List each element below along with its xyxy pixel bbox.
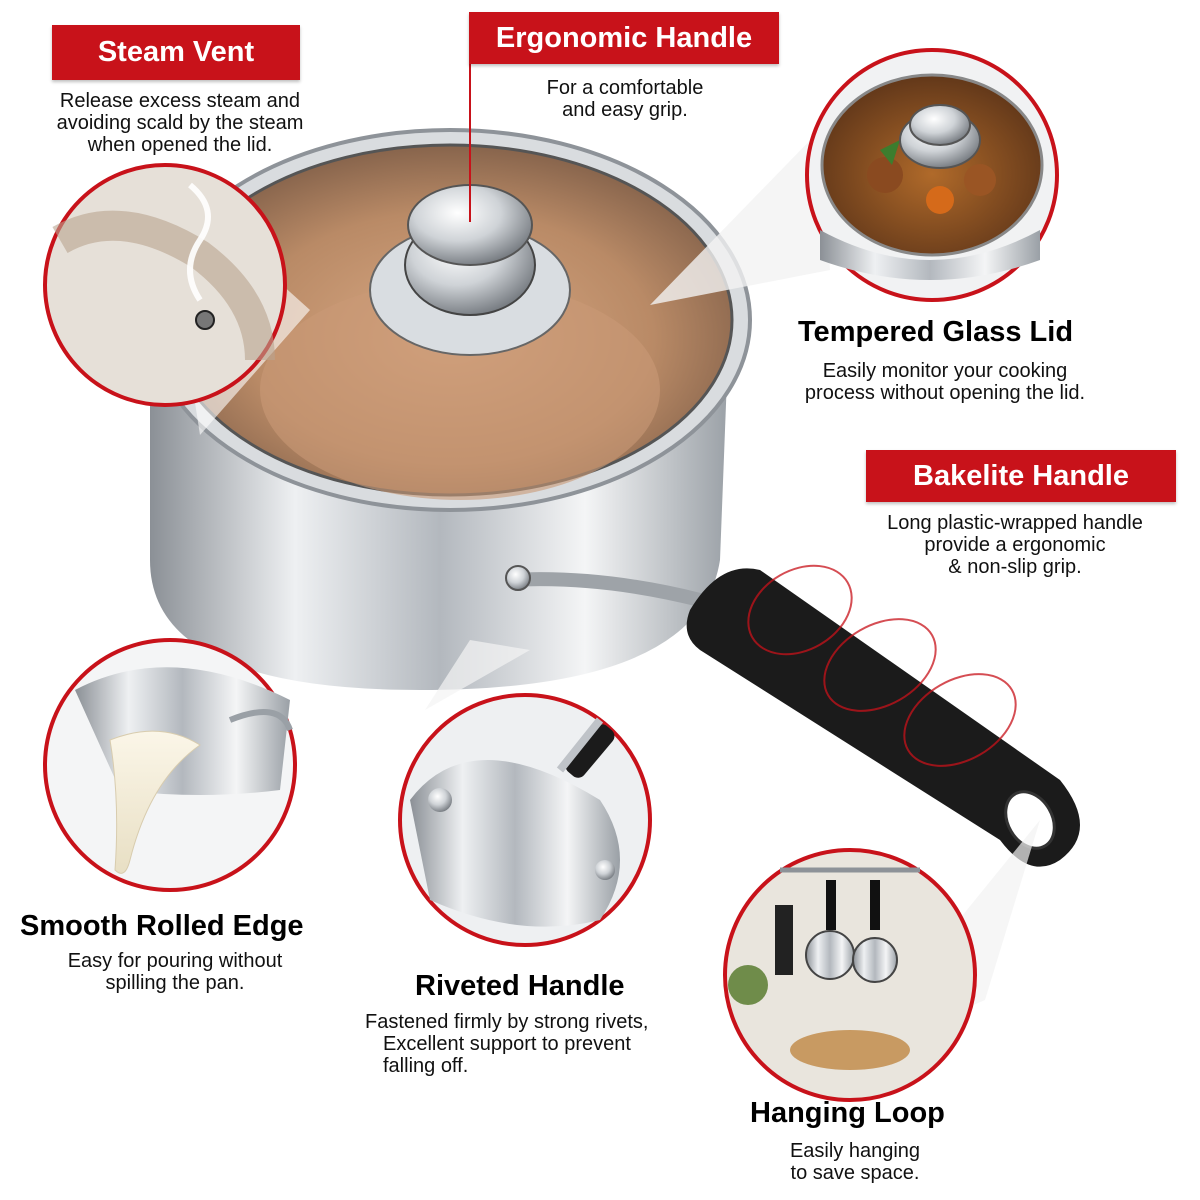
tempered-glass-lid-description: Easily monitor your cooking process with… [760, 360, 1130, 404]
bakelite-handle-line-3: & non-slip grip. [948, 556, 1082, 578]
grip-rings [747, 564, 1017, 767]
riveted-handle-line-3: falling off. [383, 1055, 469, 1077]
riveted-handle-line-1: Fastened firmly by strong rivets, [365, 1011, 649, 1033]
saucepan [148, 128, 752, 690]
hanging-loop-detail-circle [723, 820, 1040, 1102]
smooth-rolled-edge-description: Easy for pouring without spilling the pa… [10, 950, 340, 994]
tempered-glass-lid-line-1: Easily monitor your cooking [822, 360, 1068, 382]
smooth-rolled-edge-line-1: Easy for pouring without [67, 950, 283, 972]
bakelite-handle-description: Long plastic-wrapped handle provide a er… [850, 512, 1180, 578]
steam-vent-description: Release excess steam and avoiding scald … [10, 90, 350, 156]
riveted-handle-line-2: Excellent support to prevent [383, 1033, 631, 1055]
riveted-handle-title: Riveted Handle [415, 970, 625, 1002]
ergonomic-handle-line-2: and easy grip. [562, 99, 688, 121]
steam-vent-title: Steam Vent [97, 36, 255, 68]
hanging-loop-description: Easily hanging to save space. [740, 1140, 970, 1184]
hanging-loop-line-1: Easily hanging [789, 1140, 921, 1162]
smooth-rolled-edge-title: Smooth Rolled Edge [20, 910, 304, 942]
ergonomic-handle-tag: Ergonomic Handle [469, 12, 779, 64]
steam-vent-tag: Steam Vent [52, 25, 300, 80]
hanging-loop-line-2: to save space. [790, 1162, 920, 1184]
bakelite-handle-line-1: Long plastic-wrapped handle [887, 512, 1143, 534]
ergonomic-handle-description: For a comfortable and easy grip. [490, 77, 760, 121]
bakelite-handle [505, 565, 1080, 867]
steam-vent-line-1: Release excess steam and [59, 90, 301, 112]
rolled-edge-detail-circle [43, 638, 297, 892]
hanging-loop-title: Hanging Loop [750, 1097, 945, 1129]
tempered-glass-lid-line-2: process without opening the lid. [804, 382, 1086, 404]
bakelite-handle-tag: Bakelite Handle [866, 450, 1176, 502]
ergonomic-handle-title: Ergonomic Handle [495, 21, 753, 54]
ergonomic-handle-line-1: For a comfortable [546, 77, 704, 99]
steam-vent-line-2: avoiding scald by the steam [56, 112, 304, 134]
bakelite-handle-line-2: provide a ergonomic [924, 534, 1106, 556]
steam-vent-line-3: when opened the lid. [87, 134, 273, 156]
tempered-glass-lid-title: Tempered Glass Lid [798, 316, 1074, 348]
smooth-rolled-edge-line-2: spilling the pan. [105, 972, 245, 994]
glass-lid-detail-circle [650, 48, 1059, 305]
steam-vent-detail-circle [43, 163, 310, 435]
bakelite-handle-title: Bakelite Handle [913, 459, 1129, 492]
riveted-handle-description: Fastened firmly by strong rivets, Excell… [355, 1011, 725, 1077]
riveted-handle-detail-circle [398, 640, 652, 947]
